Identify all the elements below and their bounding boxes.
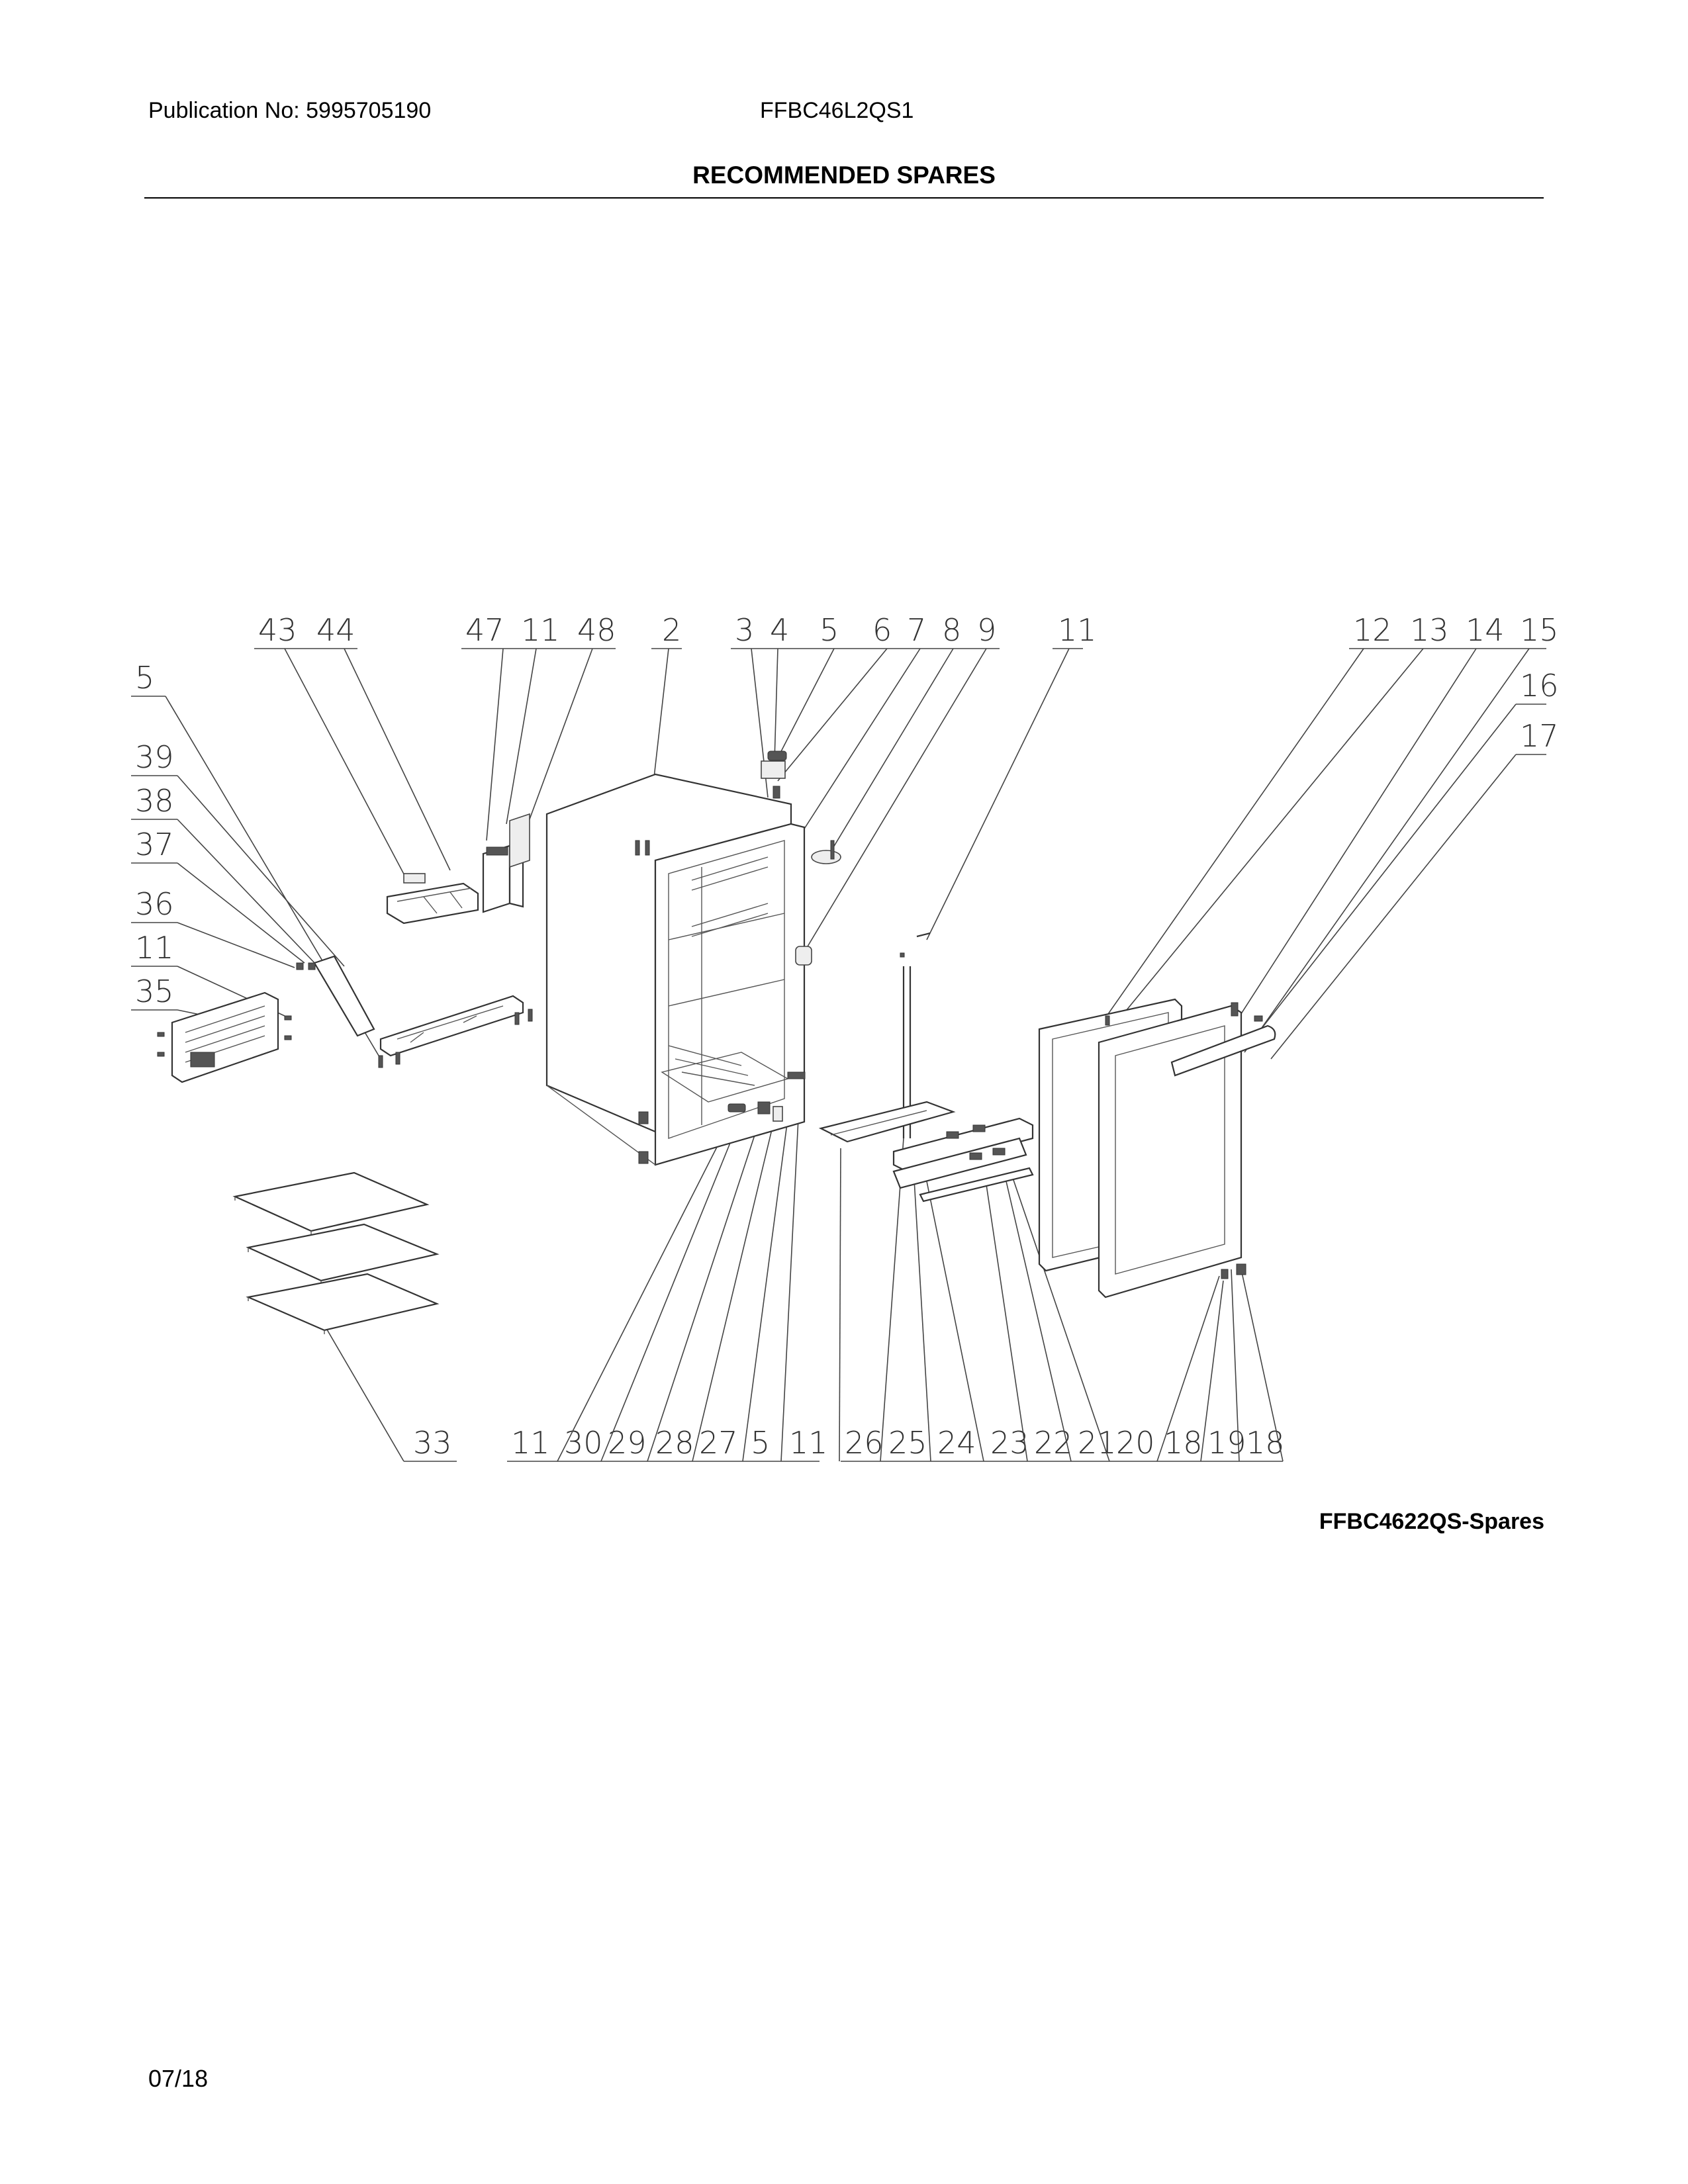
callout-16: 16 xyxy=(1520,668,1559,704)
callout-11: 11 xyxy=(789,1425,828,1461)
callout-3: 3 xyxy=(735,612,754,648)
callout-2: 2 xyxy=(662,612,681,648)
bottom-callouts: 33 11 30 29 28 27 5 11 26 25 24 23 22 21… xyxy=(404,1425,1285,1462)
light-box xyxy=(386,873,479,925)
bottom-hinge-parts xyxy=(638,1071,806,1164)
callout-4: 4 xyxy=(770,612,789,648)
callout-12: 12 xyxy=(1353,612,1392,648)
publication-date: 07/18 xyxy=(148,2065,209,2092)
top-hinge-parts xyxy=(635,751,841,966)
compressor-bracket xyxy=(296,955,533,1068)
callout-18: 18 xyxy=(1164,1425,1203,1461)
callout-48: 48 xyxy=(577,612,616,648)
callout-6: 6 xyxy=(872,612,892,648)
model-number: FFBC46L2QS1 xyxy=(760,98,914,123)
callout-38: 38 xyxy=(135,783,174,819)
publication-number: Publication No: 5995705190 xyxy=(148,98,432,123)
leader-lines xyxy=(165,648,1530,1462)
left-callouts: 5 39 38 37 36 11 35 xyxy=(131,660,177,1011)
top-callouts: 43 44 47 11 48 2 3 4 5 6 7 8 9 11 12 13 … xyxy=(258,612,1559,648)
control-panel-assembly xyxy=(818,932,1034,1203)
callout-11: 11 xyxy=(521,612,560,648)
callout-43: 43 xyxy=(258,612,297,648)
callout-11: 11 xyxy=(511,1425,550,1461)
callout-30: 30 xyxy=(564,1425,603,1461)
callout-24: 24 xyxy=(937,1425,976,1461)
callout-21: 21 xyxy=(1078,1425,1117,1461)
callout-20: 20 xyxy=(1116,1425,1155,1461)
callout-14: 14 xyxy=(1466,612,1505,648)
glass-shelves xyxy=(232,1171,440,1334)
callout-7: 7 xyxy=(907,612,926,648)
door-handle xyxy=(1170,1015,1276,1077)
callout-11: 11 xyxy=(1058,612,1097,648)
callout-11: 11 xyxy=(135,930,174,966)
callout-25: 25 xyxy=(888,1425,927,1461)
right-callouts: 16 17 xyxy=(1516,668,1559,755)
callout-27: 27 xyxy=(699,1425,738,1461)
condenser-panel xyxy=(157,991,292,1083)
callout-29: 29 xyxy=(608,1425,647,1461)
callout-13: 13 xyxy=(1410,612,1449,648)
callout-18: 18 xyxy=(1246,1425,1285,1461)
callout-33: 33 xyxy=(413,1425,452,1461)
cabinet xyxy=(545,773,806,1166)
callout-37: 37 xyxy=(135,827,174,862)
callout-39: 39 xyxy=(135,739,174,775)
callout-17: 17 xyxy=(1520,718,1559,754)
control-box xyxy=(482,813,530,913)
callout-44: 44 xyxy=(316,612,355,648)
callout-5: 5 xyxy=(820,612,839,648)
callout-5: 5 xyxy=(135,660,154,696)
door-frame xyxy=(1098,1002,1246,1298)
callout-8: 8 xyxy=(942,612,961,648)
diagram-caption: FFBC4622QS-Spares xyxy=(1319,1509,1544,1534)
callout-36: 36 xyxy=(135,886,174,922)
callout-28: 28 xyxy=(655,1425,694,1461)
callout-35: 35 xyxy=(135,974,174,1009)
callout-47: 47 xyxy=(465,612,504,648)
page-title: RECOMMENDED SPARES xyxy=(692,161,996,189)
callout-15: 15 xyxy=(1520,612,1559,648)
header-divider xyxy=(144,197,1544,199)
callout-9: 9 xyxy=(977,612,996,648)
callout-5: 5 xyxy=(751,1425,770,1461)
callout-26: 26 xyxy=(845,1425,884,1461)
callout-19: 19 xyxy=(1207,1425,1246,1461)
